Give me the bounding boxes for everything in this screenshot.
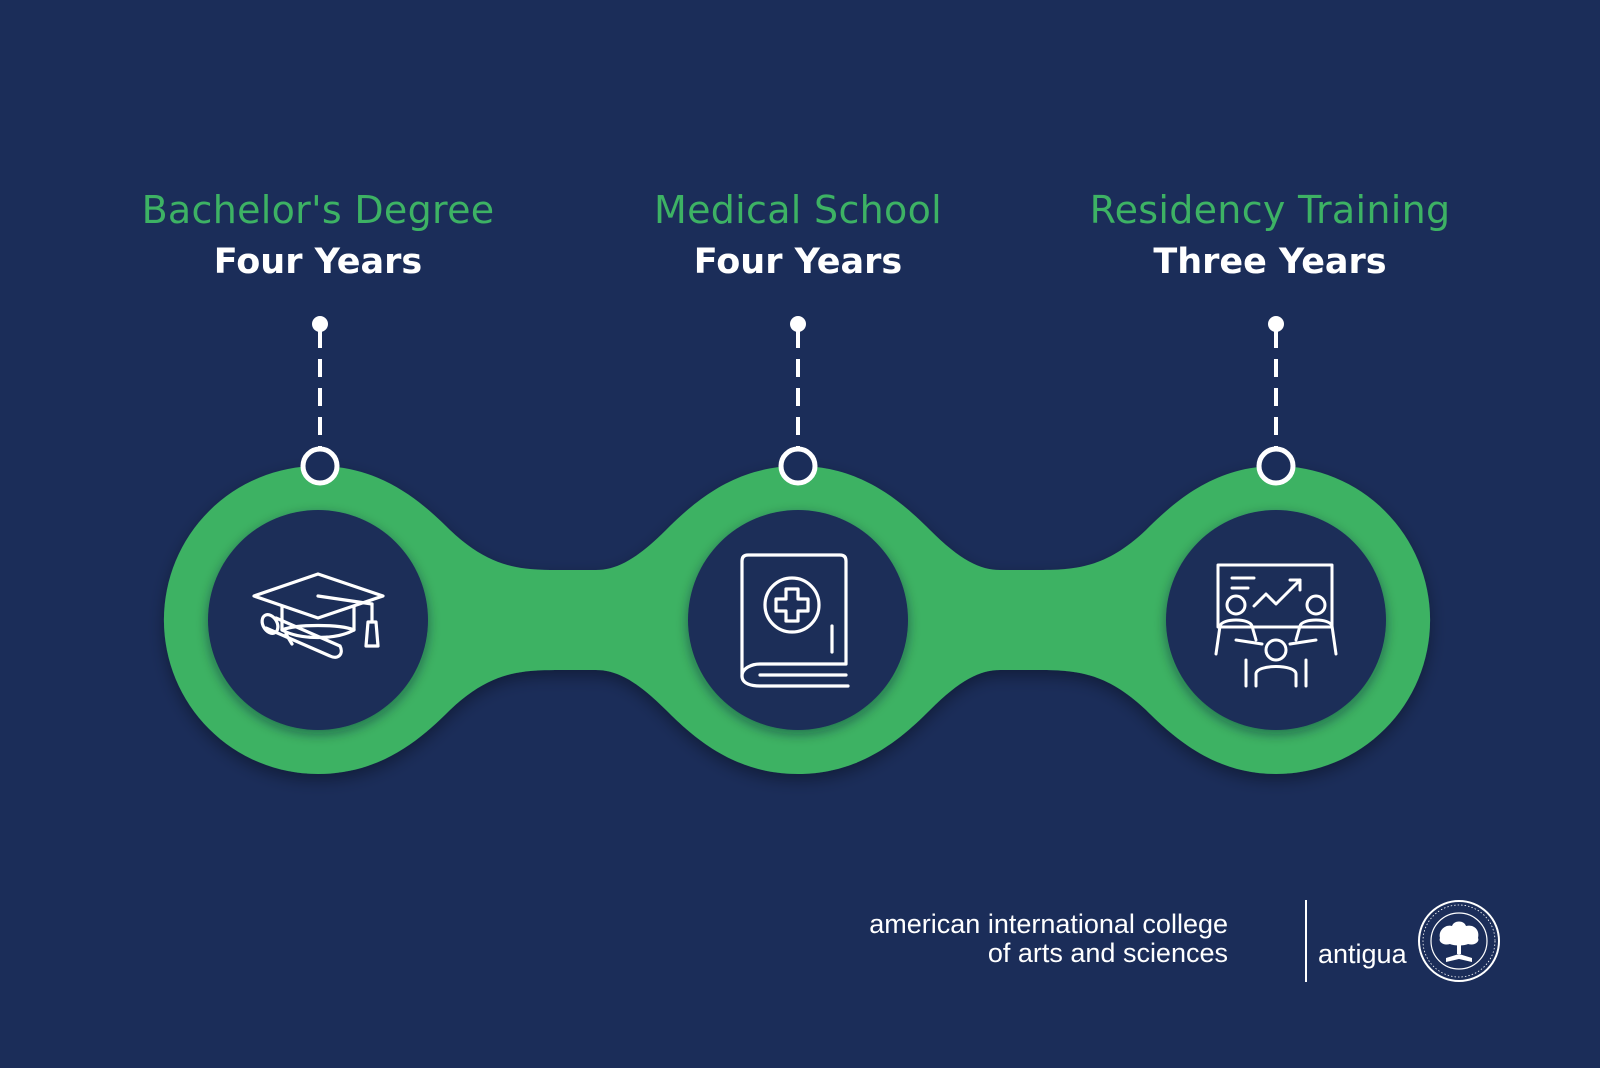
medical-book-icon (740, 553, 850, 688)
graduation-cap-icon (252, 572, 385, 659)
college-seal-tree-icon (1418, 900, 1500, 982)
logo-line-1: american international college (869, 909, 1228, 939)
logo-line-2: of arts and sciences (987, 938, 1228, 968)
step-duration-bachelors: Four Years (213, 242, 423, 282)
pin-connector-3 (1256, 316, 1296, 486)
step-title-bachelors: Bachelor's Degree (141, 188, 495, 232)
step-circle-1 (208, 510, 428, 730)
logo-divider (1305, 900, 1307, 982)
pin-connector-1 (300, 316, 340, 486)
pin-connector-2 (778, 316, 818, 486)
logo-wordmark: american international college of arts a… (869, 910, 1228, 968)
step-title-medical-school: Medical School (653, 188, 942, 232)
step-circle-3 (1166, 510, 1386, 730)
logo-place: antigua (1318, 939, 1407, 969)
step-duration-medical-school: Four Years (693, 242, 903, 282)
presentation-meeting-icon (1214, 563, 1338, 688)
college-logo: american international college of arts a… (869, 898, 1510, 998)
step-title-residency: Residency Training (1089, 188, 1451, 232)
step-duration-residency: Three Years (1153, 242, 1387, 282)
